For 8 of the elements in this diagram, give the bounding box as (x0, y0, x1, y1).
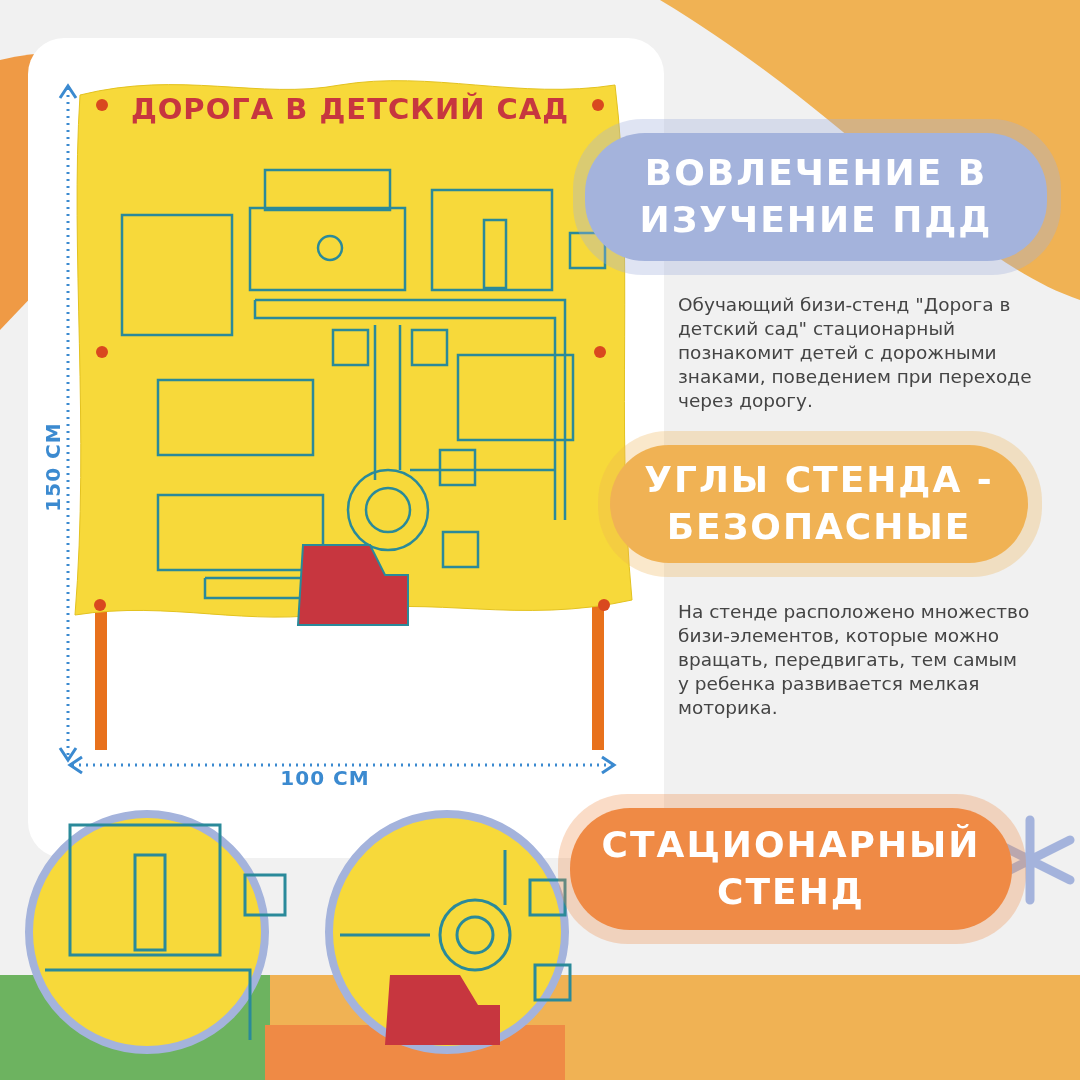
description-text: На стенде расположено множество бизи-элементов, которые можно вращать, передвигать, тем самым у ребенка развивается мелкая моторика. (678, 600, 1031, 721)
description-text: Обучающий бизи-стенд "Дорога в детский сад" стационарный познакомит детей с дорожными знаками, поведением при переходе через дорогу. (678, 293, 1033, 414)
dimension-label: 150 СМ (41, 421, 65, 514)
board-title: ДОРОГА В ДЕТСКИЙ САД (129, 92, 571, 126)
heading-pill: СТАЦИОНАРНЫЙ СТЕНД (570, 808, 1012, 930)
heading-pill: УГЛЫ СТЕНДА - БЕЗОПАСНЫЕ (610, 445, 1028, 563)
heading-pill: ВОВЛЕЧЕНИЕ В ИЗУЧЕНИЕ ПДД (585, 133, 1047, 261)
dimension-label: 100 СМ (279, 766, 371, 790)
